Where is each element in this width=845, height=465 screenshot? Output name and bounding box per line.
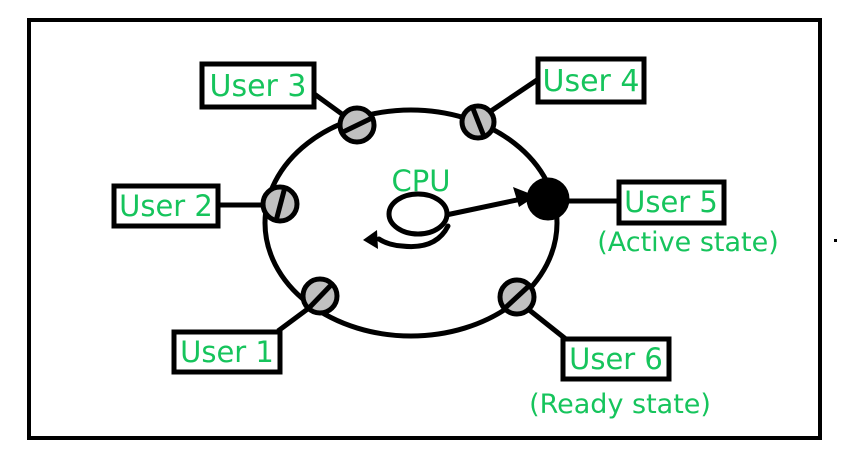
box-user-1[interactable] (171, 329, 283, 375)
connector-user-1 (276, 305, 311, 334)
label-user-5: User 5 (624, 185, 718, 219)
cpu-dispatch-line (445, 194, 532, 218)
box-user-4[interactable] (535, 56, 647, 105)
label-user-4: User 4 (542, 64, 639, 99)
cpu-rotation-arrowhead-icon (363, 230, 378, 249)
cpu-rotation-arc-icon (376, 223, 451, 250)
edge-speck (834, 239, 837, 242)
annotation-ready-state: (Ready state) (529, 389, 711, 420)
outer-frame (27, 18, 822, 440)
label-user-2: User 2 (119, 189, 213, 223)
box-user-2[interactable] (111, 183, 221, 229)
box-user-6[interactable] (560, 336, 672, 382)
label-user-1: User 1 (180, 335, 274, 369)
label-user-3: User 3 (209, 69, 306, 104)
annotation-active-state: (Active state) (597, 227, 779, 258)
node-user-3[interactable] (337, 105, 377, 145)
user-ring (262, 107, 560, 339)
cpu-core (386, 191, 450, 237)
box-user-3[interactable] (199, 61, 317, 110)
node-user-5[interactable] (526, 177, 570, 221)
node-user-2[interactable] (260, 184, 300, 224)
node-user-6[interactable] (497, 277, 537, 317)
node-user-1[interactable] (300, 276, 340, 316)
label-cpu: CPU (392, 164, 451, 198)
connector-user-3 (311, 90, 348, 120)
cpu-dispatch-arrowhead-icon (513, 187, 536, 207)
node-user-4[interactable] (459, 103, 497, 141)
label-user-6: User 6 (569, 342, 663, 376)
connector-user-4 (486, 77, 539, 116)
box-user-5[interactable] (616, 179, 727, 226)
connector-user-6 (526, 307, 569, 342)
